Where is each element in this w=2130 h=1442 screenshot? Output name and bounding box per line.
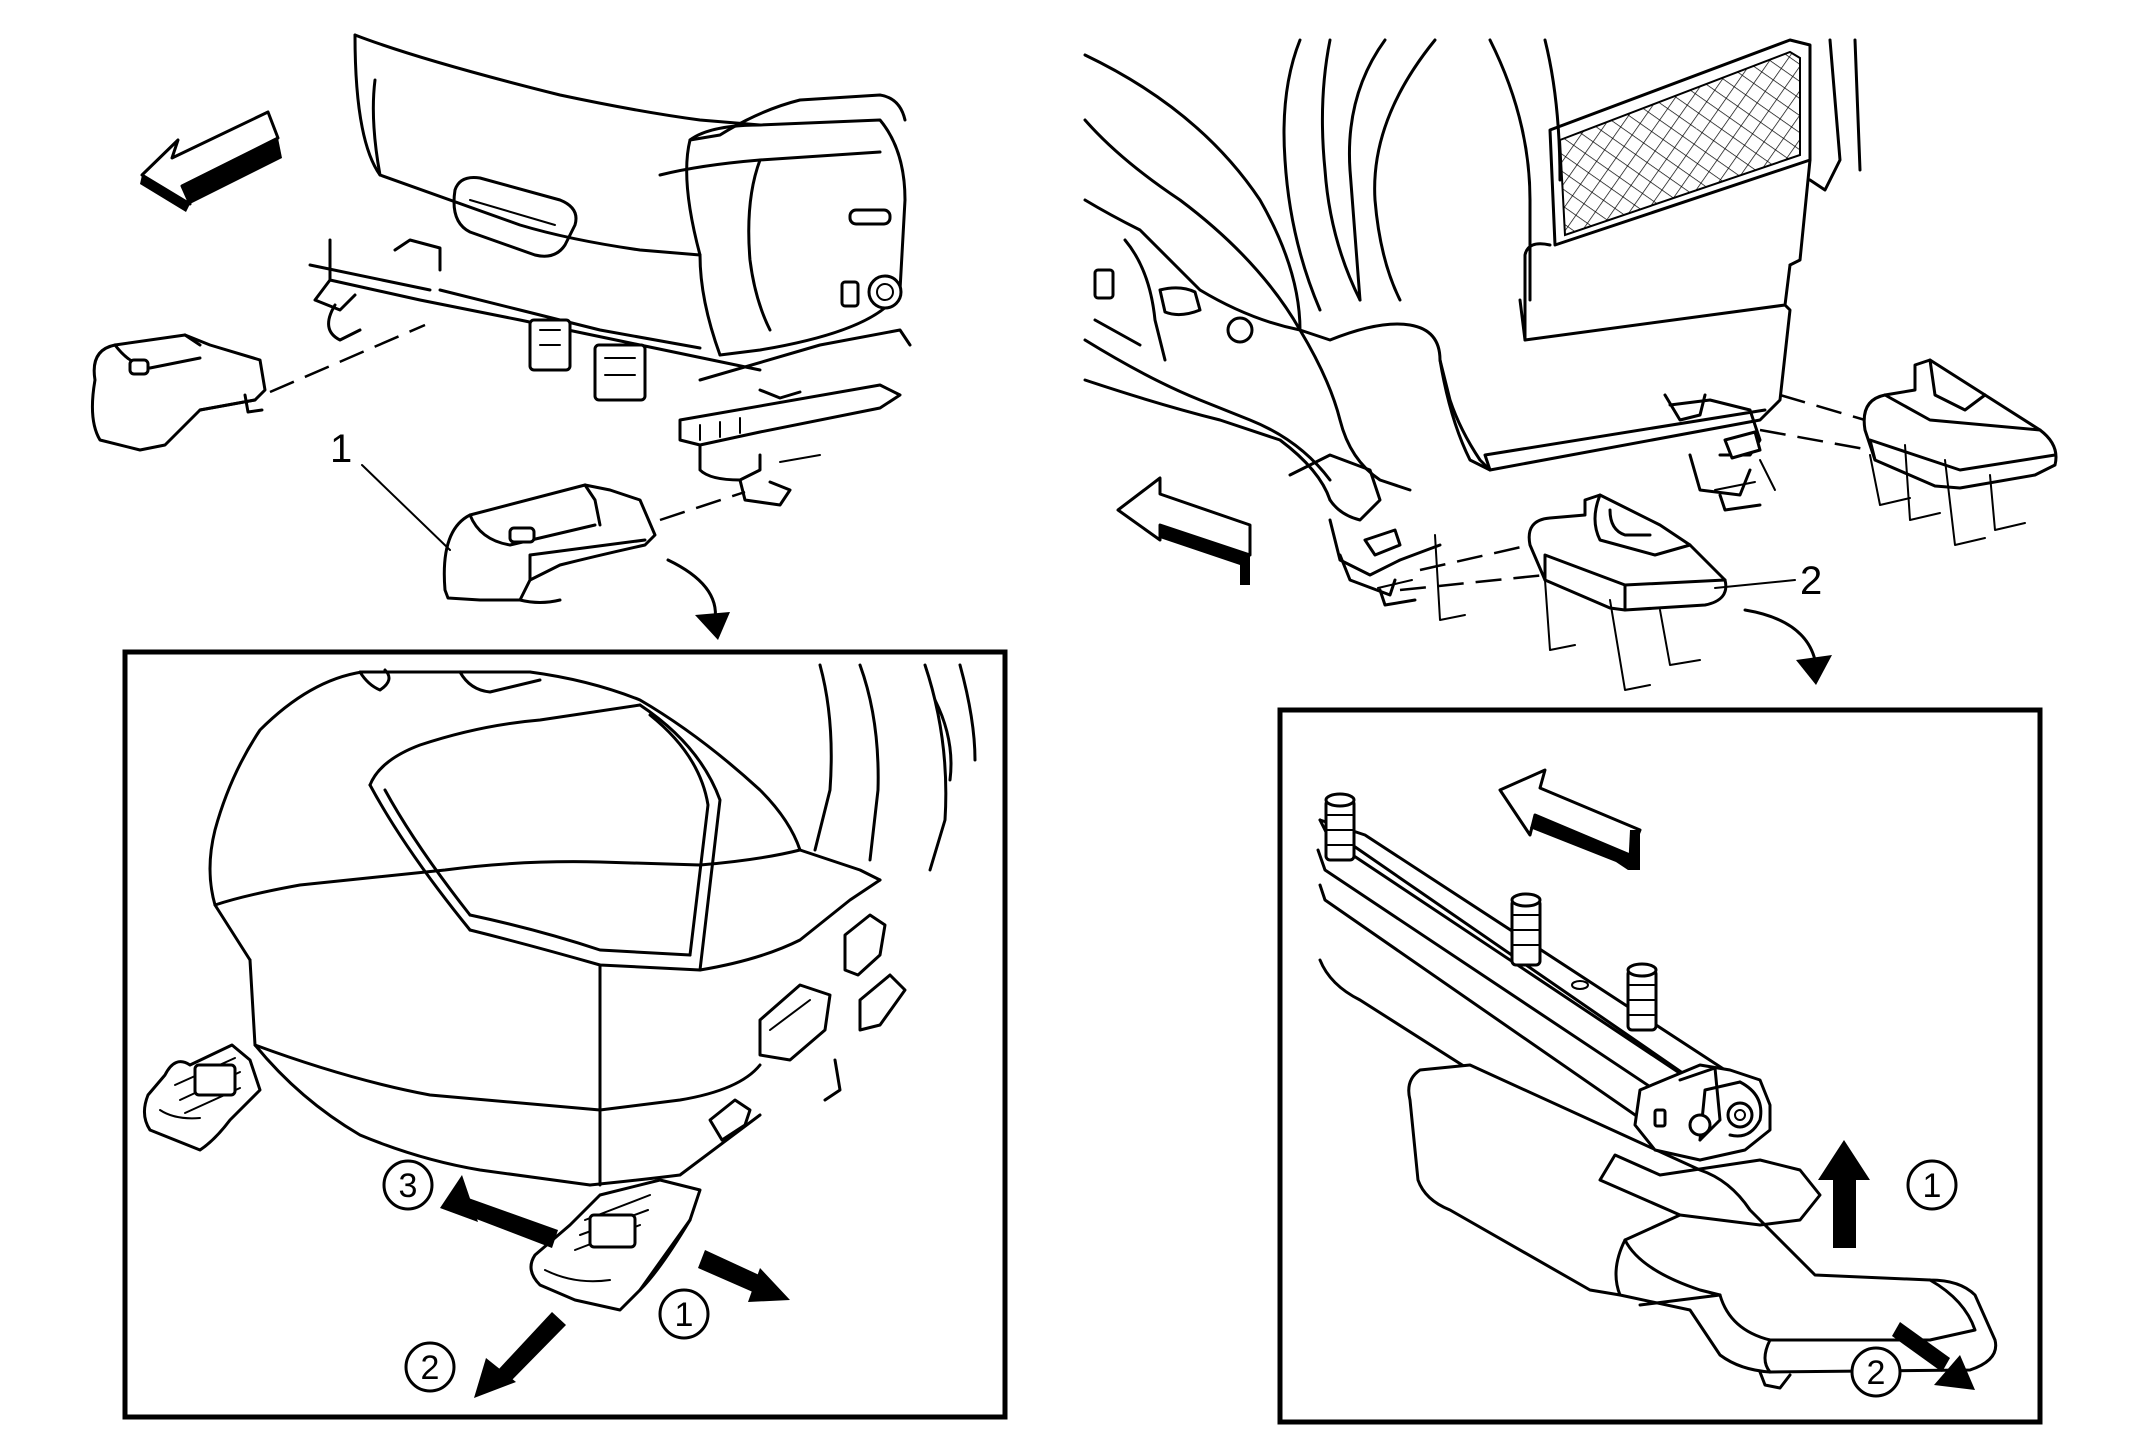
curved-arrow-icon — [1743, 608, 1832, 685]
step-1-up-arrow-icon — [1818, 1140, 1870, 1248]
bottom-right-detail-box: 1 2 — [1277, 707, 2043, 1425]
top-right-seat-view: 2 — [1083, 38, 2058, 691]
step-3-arrow-icon — [440, 1175, 558, 1248]
callout-2-leader — [1714, 579, 1796, 589]
step-1-marker: 1 — [1906, 1159, 1958, 1211]
bottom-left-detail-box: 3 1 2 — [122, 649, 1008, 1420]
retainer-clip-bracket — [1633, 1063, 1772, 1162]
step-2-marker: 2 — [1850, 1346, 1902, 1398]
front-outboard-track-cover — [442, 483, 657, 604]
seat-cushion — [353, 33, 907, 357]
step-3-number: 3 — [399, 1167, 418, 1205]
rear-inboard-track-cover — [1862, 358, 2058, 490]
callout-2-label: 2 — [1800, 559, 1822, 603]
step-1-number: 1 — [1923, 1167, 1942, 1205]
step-1-marker: 1 — [658, 1288, 710, 1340]
callout-1-leader — [361, 464, 451, 551]
stud-1 — [1324, 792, 1356, 862]
seat-track-frame — [308, 238, 912, 507]
curved-arrow-icon — [666, 558, 730, 640]
track-cover-detail — [1407, 1063, 1998, 1390]
step-2-arrow-icon — [1892, 1322, 1975, 1390]
step-2-number: 2 — [1867, 1354, 1886, 1392]
front-cover-detail — [529, 1178, 702, 1312]
forward-direction-arrow-icon — [140, 110, 282, 212]
step-2-arrow-icon — [474, 1312, 566, 1398]
step-3-marker: 3 — [382, 1159, 434, 1211]
forward-direction-arrow-icon — [1498, 768, 1642, 870]
top-left-seat-view: 1 — [90, 33, 912, 640]
step-1-arrow-icon — [698, 1250, 790, 1302]
front-inboard-track-cover — [1527, 493, 1728, 612]
step-2-marker: 2 — [404, 1341, 456, 1393]
forward-direction-arrow-icon — [1116, 476, 1252, 585]
stud-3 — [1626, 962, 1658, 1032]
step-2-number: 2 — [421, 1349, 440, 1387]
callout-1-label: 1 — [330, 427, 352, 471]
step-1-number: 1 — [675, 1296, 694, 1334]
rear-track-cover — [90, 333, 267, 452]
stud-2 — [1510, 892, 1542, 967]
